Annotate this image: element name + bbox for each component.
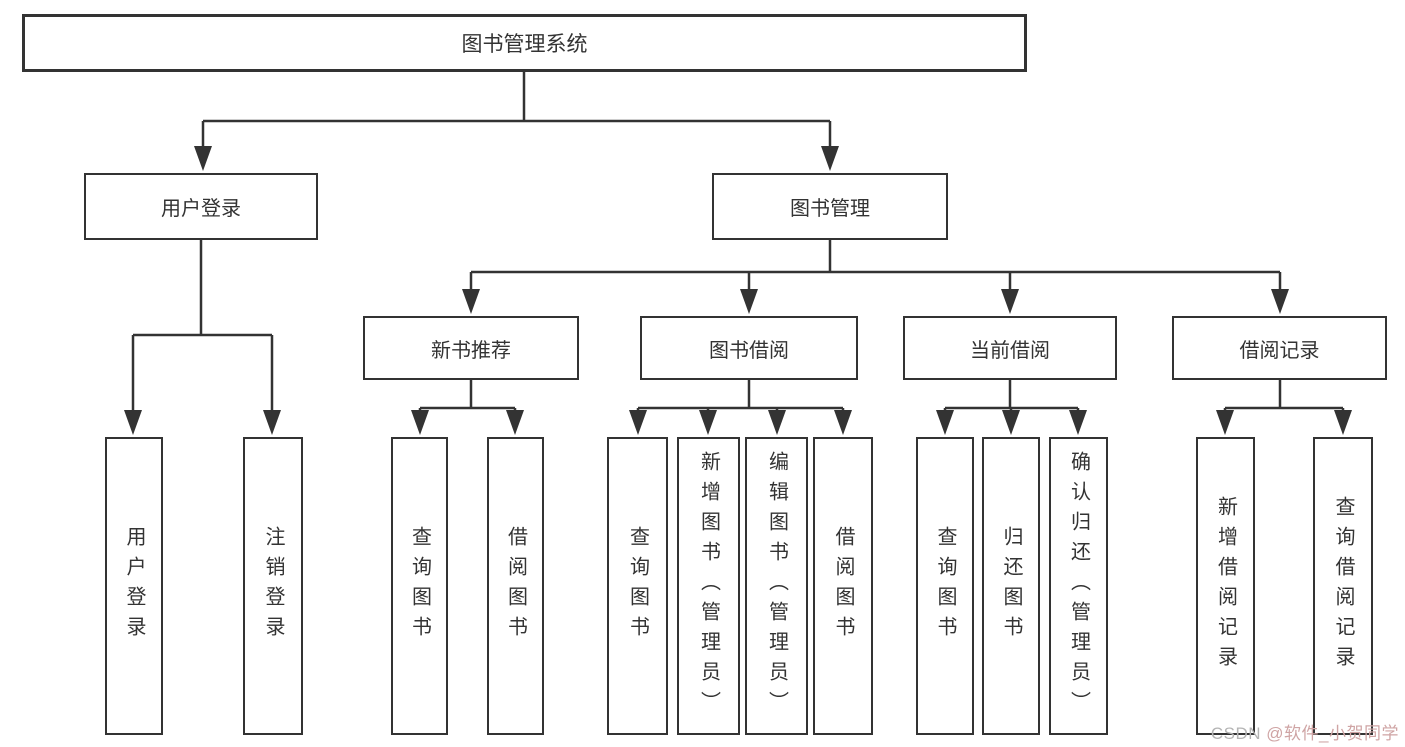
leaf-add-books-admin: 新增图书（管理员） <box>677 437 740 735</box>
connector-new-book-recommend-children <box>411 380 524 435</box>
connector-root-to-level1 <box>194 72 839 171</box>
node-current-borrow-label: 当前借阅 <box>970 339 1050 362</box>
leaf-user-login: 用户登录 <box>105 437 163 735</box>
node-library-management-system: 图书管理系统 <box>22 14 1027 72</box>
leaf-query-books-3: 查询图书 <box>916 437 974 735</box>
leaf-borrow-books-1-label: 借阅图书 <box>504 526 527 646</box>
node-book-management-label: 图书管理 <box>790 198 870 220</box>
leaf-add-borrow-record: 新增借阅记录 <box>1196 437 1255 735</box>
leaf-return-books-label: 归还图书 <box>1000 526 1022 646</box>
connector-current-borrow-children <box>936 380 1087 435</box>
leaf-edit-books-admin-label: 编辑图书（管理员） <box>765 451 788 721</box>
node-user-login-label: 用户登录 <box>161 198 241 220</box>
node-borrow-record: 借阅记录 <box>1172 316 1387 380</box>
watermark: CSDN @软件_小贺同学 <box>1211 719 1399 744</box>
node-borrow-record-label: 借阅记录 <box>1239 339 1320 362</box>
connector-borrow-record-children <box>1216 380 1352 435</box>
leaf-borrow-books-1: 借阅图书 <box>487 437 544 735</box>
leaf-query-books-3-label: 查询图书 <box>934 526 956 646</box>
leaf-logout-label: 注销登录 <box>262 526 284 646</box>
leaf-add-borrow-record-label: 新增借阅记录 <box>1214 496 1237 676</box>
leaf-return-books: 归还图书 <box>982 437 1040 735</box>
leaf-query-books-2-label: 查询图书 <box>626 526 649 646</box>
node-current-borrow: 当前借阅 <box>903 316 1117 380</box>
node-new-book-recommend-label: 新书推荐 <box>431 339 511 362</box>
leaf-query-borrow-record: 查询借阅记录 <box>1313 437 1373 735</box>
watermark-site: CSDN <box>1210 724 1267 743</box>
leaf-query-books-2: 查询图书 <box>607 437 668 735</box>
node-user-login: 用户登录 <box>84 173 318 240</box>
leaf-add-books-admin-label: 新增图书（管理员） <box>697 451 720 721</box>
leaf-query-books-1-label: 查询图书 <box>408 526 431 646</box>
node-new-book-recommend: 新书推荐 <box>363 316 579 380</box>
leaf-edit-books-admin: 编辑图书（管理员） <box>745 437 808 735</box>
connector-user-login-children <box>124 240 281 435</box>
node-library-management-system-label: 图书管理系统 <box>461 33 588 56</box>
leaf-query-borrow-record-label: 查询借阅记录 <box>1332 496 1354 676</box>
node-book-management: 图书管理 <box>712 173 948 240</box>
leaf-borrow-books-2: 借阅图书 <box>813 437 873 735</box>
node-book-borrow-label: 图书借阅 <box>709 339 789 362</box>
leaf-query-books-1: 查询图书 <box>391 437 448 735</box>
leaf-borrow-books-2-label: 借阅图书 <box>832 526 854 646</box>
leaf-confirm-return-admin-label: 确认归还（管理员） <box>1067 451 1090 721</box>
leaf-confirm-return-admin: 确认归还（管理员） <box>1049 437 1108 735</box>
node-book-borrow: 图书借阅 <box>640 316 858 380</box>
watermark-author: @软件_小贺同学 <box>1266 724 1399 743</box>
connector-book-borrow-children <box>629 380 852 435</box>
leaf-logout: 注销登录 <box>243 437 303 735</box>
leaf-user-login-label: 用户登录 <box>123 526 145 646</box>
connector-book-management-children <box>462 240 1289 314</box>
